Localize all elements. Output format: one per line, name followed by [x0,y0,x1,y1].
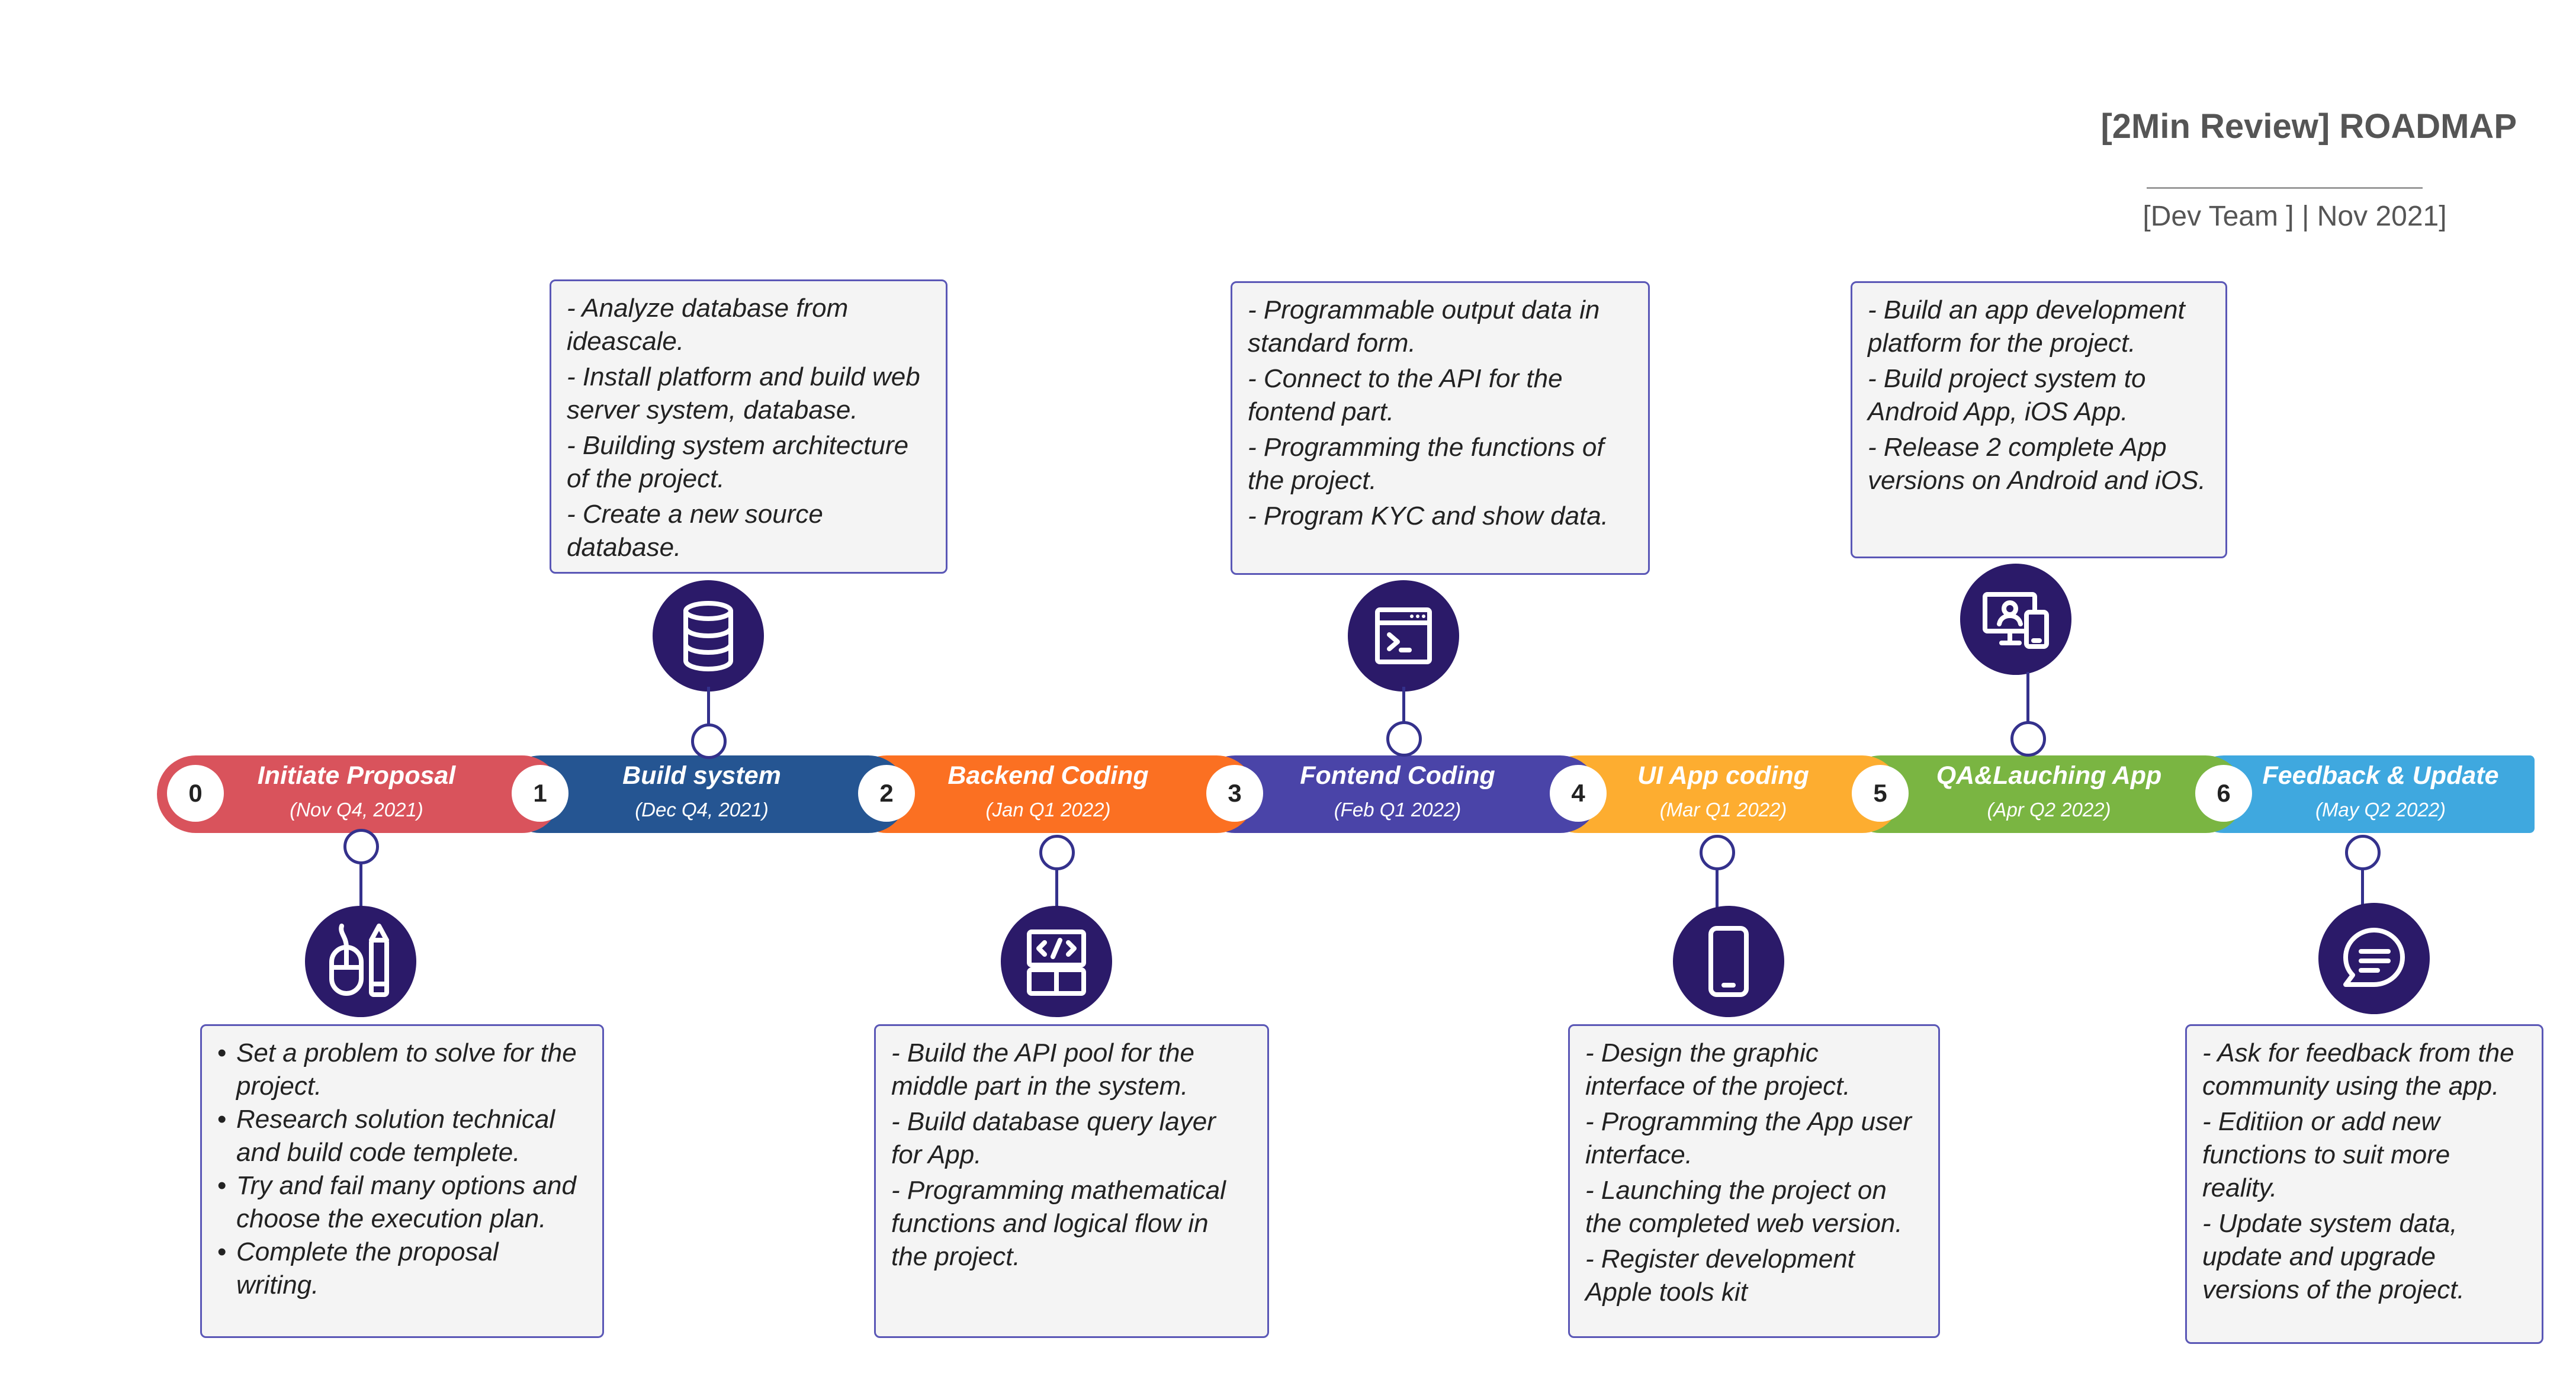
chat-bubble-icon [2343,928,2405,987]
note-item: - Build database query layer for App. [891,1107,1216,1169]
phase-number-6: 6 [2195,765,2252,822]
phase-date-3: (Feb Q1 2022) [1334,799,1462,821]
phase-title-0: Initiate Proposal [257,761,456,790]
note-item: - Launching the project on the completed… [1585,1176,1903,1238]
devices-user-icon [1983,592,2049,649]
database-icon [683,601,733,672]
connector-ring-3 [1386,721,1422,757]
connector-ring-6 [2345,835,2381,870]
note-item: Try and fail many options and choose the… [217,1169,587,1236]
icon-circle-3 [1348,580,1459,692]
title-divider [2147,187,2423,189]
phase-date-6: (May Q2 2022) [2315,799,2446,821]
phase-title-1: Build system [622,761,781,790]
connector-ring-2 [1039,835,1075,870]
phase-date-1: (Dec Q4, 2021) [635,799,769,821]
phase-bar-5 [1842,755,2244,833]
icon-circle-5 [1960,564,2071,675]
phase-bar-0 [157,755,561,833]
phase-title-4: UI App coding [1637,761,1809,790]
roadmap-subtitle: [Dev Team ] | Nov 2021] [2143,201,2447,232]
phase-date-5: (Apr Q2 2022) [1987,799,2111,821]
note-box-6: - Ask for feedback from the community us… [2185,1024,2543,1344]
phase-number-5: 5 [1852,765,1909,822]
note-box-5: - Build an app development platform for … [1851,281,2227,558]
icon-circle-2 [1001,906,1112,1017]
note-item: - Design the graphic interface of the pr… [1585,1038,1851,1101]
note-item: Research solution technical and build co… [217,1103,587,1169]
note-box-1: - Analyze database from ideascale. - Ins… [550,279,947,574]
note-item: - Editiion or add new functions to suit … [2202,1107,2450,1202]
terminal-window-icon [1375,607,1432,664]
note-box-3: - Programmable output data in standard f… [1231,281,1650,575]
connector-stem-0 [359,847,362,912]
note-item: - Programming the functions of the proje… [1248,433,1604,495]
note-item: Complete the proposal writing. [217,1236,587,1302]
phase-number-1: 1 [512,765,568,822]
phase-bar-3 [1196,755,1599,833]
smartphone-icon [1708,926,1749,997]
connector-stem-2 [1055,847,1058,912]
note-item: - Register development Apple tools kit [1585,1244,1855,1307]
code-window-icon [1027,929,1086,996]
note-box-2: - Build the API pool for the middle part… [874,1024,1269,1338]
phase-title-6: Feedback & Update [2262,761,2499,790]
phase-date-2: (Jan Q1 2022) [985,799,1111,821]
connector-stem-4 [1716,847,1719,912]
note-item: - Programming mathematical functions and… [891,1176,1226,1271]
icon-circle-4 [1673,906,1784,1017]
note-item: - Ask for feedback from the community us… [2202,1038,2514,1101]
note-item: - Build an app development platform for … [1868,295,2185,358]
connector-stem-6 [2361,847,2364,912]
note-item: - Release 2 complete App versions on And… [1868,433,2206,495]
note-box-4: - Design the graphic interface of the pr… [1568,1024,1940,1338]
icon-circle-0 [305,906,416,1017]
note-item: - Update system data, update and upgrade… [2202,1209,2465,1304]
note-item: Set a problem to solve for the project. [217,1037,587,1103]
phase-date-4: (Mar Q1 2022) [1659,799,1787,821]
note-item: - Create a new source database. [567,500,823,562]
phase-date-0: (Nov Q4, 2021) [290,799,423,821]
connector-ring-1 [691,723,727,759]
note-item: - Programmable output data in standard f… [1248,295,1600,358]
phase-title-3: Fontend Coding [1300,761,1495,790]
connector-stem-3 [1402,687,1405,743]
phase-number-3: 3 [1206,765,1263,822]
phase-number-0: 0 [167,765,224,822]
connector-ring-5 [2010,721,2046,757]
phase-title-5: QA&Lauching App [1936,761,2162,790]
note-item: - Build project system to Android App, i… [1868,364,2146,426]
note-item: - Program KYC and show data. [1248,501,1608,530]
note-item: - Building system architecture of the pr… [567,431,909,493]
note-item: - Connect to the API for the fontend par… [1248,364,1563,426]
connector-stem-5 [2026,672,2029,743]
phase-number-4: 4 [1550,765,1607,822]
icon-circle-1 [653,580,764,692]
phase-bar-2 [848,755,1255,833]
connector-stem-1 [707,687,710,743]
note-box-0: Set a problem to solve for the project. … [200,1024,604,1338]
note-item: - Analyze database from ideascale. [567,294,849,356]
icon-circle-6 [2318,903,2430,1014]
note-item: - Programming the App user interface. [1585,1107,1912,1169]
connector-ring-4 [1700,835,1735,870]
phase-number-2: 2 [858,765,915,822]
note-item: - Install platform and build web server … [567,362,920,424]
phase-title-2: Backend Coding [947,761,1149,790]
note-item: - Build the API pool for the middle part… [891,1038,1194,1101]
connector-ring-0 [343,829,379,864]
roadmap-title: [2Min Review] ROADMAP [2100,107,2517,146]
mouse-pencil-icon [329,924,389,997]
phase-bar-1 [502,755,907,833]
